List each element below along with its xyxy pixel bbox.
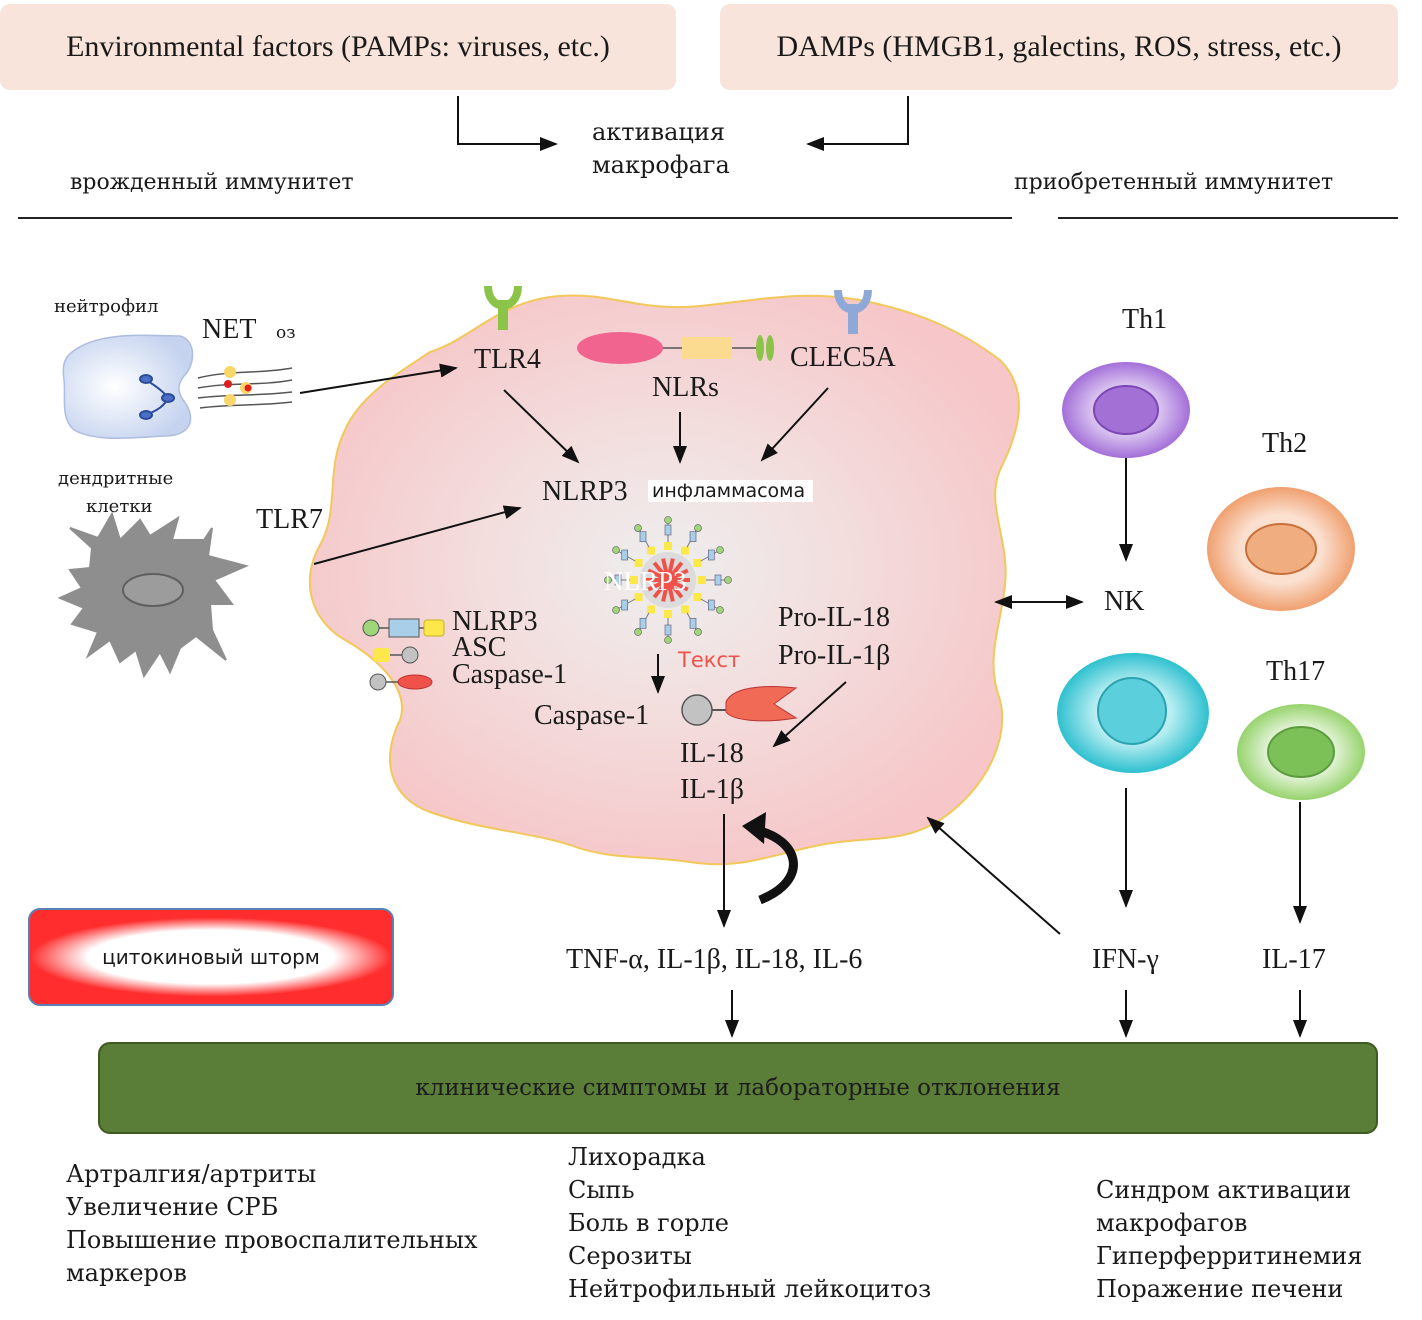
dendritic-label-line1: дендритные (58, 468, 174, 489)
tlr4-receptor-icon (484, 285, 522, 330)
neutrophil-nucleus (139, 374, 175, 420)
clinical-symptoms-label: клинические симптомы и лабораторные откл… (415, 1075, 1061, 1101)
legend-nlrp3-label: NLRP3 (452, 606, 538, 637)
environmental-factors-box: Environmental factors (PAMPs: viruses, e… (0, 4, 676, 90)
il1b-label: IL-1β (680, 774, 744, 805)
cytokines-out-label: TNF-α, IL-1β, IL-18, IL-6 (566, 944, 863, 975)
symptom-item: Синдром активации (1096, 1176, 1352, 1204)
symptom-item: макрофагов (1096, 1209, 1248, 1237)
th1-label: Th1 (1122, 304, 1168, 335)
innate-immunity-label: врожденный иммунитет (70, 170, 354, 195)
caspase1-label: Caspase-1 (534, 700, 650, 731)
dendritic-nucleus (122, 573, 184, 607)
tlr7-label: TLR7 (256, 504, 323, 535)
symptoms-right-list: Синдром активации макрофагов Гиперферрит… (1096, 1174, 1362, 1306)
th2-cell (1207, 487, 1355, 611)
caspase1-active-icon (681, 686, 798, 726)
cytokine-storm-box: цитокиновый шторм (28, 908, 394, 1006)
nlrs-label: NLRs (652, 372, 719, 403)
clec5a-receptor-icon (834, 289, 872, 334)
damps-to-activation-arrow (806, 96, 909, 151)
tlr7-to-nlrp3-arrow (313, 505, 522, 565)
ifn-gamma-label: IFN-γ (1092, 944, 1159, 975)
symptom-item: маркеров (66, 1259, 187, 1287)
legend-caspase1-label: Caspase-1 (452, 659, 568, 690)
symptom-item: Поражение печени (1096, 1275, 1344, 1303)
legend-asc-label: ASC (452, 632, 507, 663)
nlrs-domain-icon (577, 332, 774, 364)
damps-box: DAMPs (HMGB1, galectins, ROS, stress, et… (720, 4, 1398, 90)
asc-legend-icon (374, 646, 419, 664)
neutrophil-cell (62, 334, 194, 439)
th17-label: Th17 (1266, 656, 1326, 687)
symptom-item: Нейтрофильный лейкоцитоз (568, 1275, 932, 1303)
neutrophil-label: нейтрофил (54, 296, 159, 317)
pro-il1b-label: Pro-IL-1β (778, 640, 891, 671)
nlrp3-legend-icon (362, 618, 445, 638)
symptom-item: Увеличение СРБ (66, 1193, 279, 1221)
macrophage-activation-line2: макрофага (592, 151, 730, 179)
autocrine-loop-arrow (754, 825, 798, 905)
macrophage-activation-line1: активация (592, 118, 725, 146)
th1-cell (1062, 362, 1190, 458)
net-strands (197, 366, 293, 409)
il18-label: IL-18 (680, 738, 744, 769)
ifn-to-macrophage-arrow (926, 816, 1061, 935)
th2-label: Th2 (1262, 428, 1308, 459)
symptom-item: Гиперферритинемия (1096, 1242, 1363, 1270)
tlr4-label: TLR4 (474, 344, 541, 375)
inflammasome-overlay-label: NLRP3 (604, 566, 687, 596)
env-to-activation-arrow (457, 96, 558, 151)
adaptive-immunity-label: приобретенный иммунитет (1014, 170, 1334, 195)
pro-il18-label: Pro-IL-18 (778, 602, 890, 633)
nk-cell (1057, 653, 1209, 773)
clec5a-to-nlrp3-arrow (760, 387, 829, 462)
net-label: NET (202, 314, 257, 345)
net-suffix-label: оз (276, 323, 296, 343)
environmental-factors-label: Environmental factors (PAMPs: viruses, e… (66, 30, 610, 63)
damps-label: DAMPs (HMGB1, galectins, ROS, stress, et… (776, 30, 1342, 63)
symptom-item: Лихорадка (568, 1143, 706, 1171)
nk-label: NK (1104, 586, 1145, 617)
clec5a-label: CLEC5A (790, 342, 896, 373)
dendritic-label-line2: клетки (86, 496, 153, 517)
il17-label: IL-17 (1262, 944, 1326, 975)
clinical-symptoms-bar: клинические симптомы и лабораторные откл… (98, 1042, 1378, 1134)
th17-cell (1237, 704, 1365, 800)
inflammasome-complex-icon (604, 516, 732, 644)
inflammasome-label: инфламмасома (648, 480, 814, 502)
symptom-item: Повышение провоспалительных (66, 1226, 478, 1254)
tlr4-to-nlrp3-arrow (503, 389, 580, 464)
nlrp3-label: NLRP3 (542, 476, 628, 507)
caspase-legend-icon (369, 673, 433, 691)
symptoms-middle-list: Лихорадка Сыпь Боль в горле Серозиты Ней… (568, 1141, 931, 1306)
symptom-item: Серозиты (568, 1242, 692, 1270)
cytokine-storm-label: цитокиновый шторм (102, 945, 320, 969)
symptom-item: Сыпь (568, 1176, 635, 1204)
symptom-item: Артралгия/артриты (66, 1160, 317, 1188)
net-to-tlr4-arrow (299, 363, 458, 394)
pro-to-mature-arrow (772, 681, 847, 748)
symptoms-left-list: Артралгия/артриты Увеличение СРБ Повышен… (66, 1158, 478, 1290)
symptom-item: Боль в горле (568, 1209, 730, 1237)
text-placeholder-label: Текст (678, 648, 741, 672)
